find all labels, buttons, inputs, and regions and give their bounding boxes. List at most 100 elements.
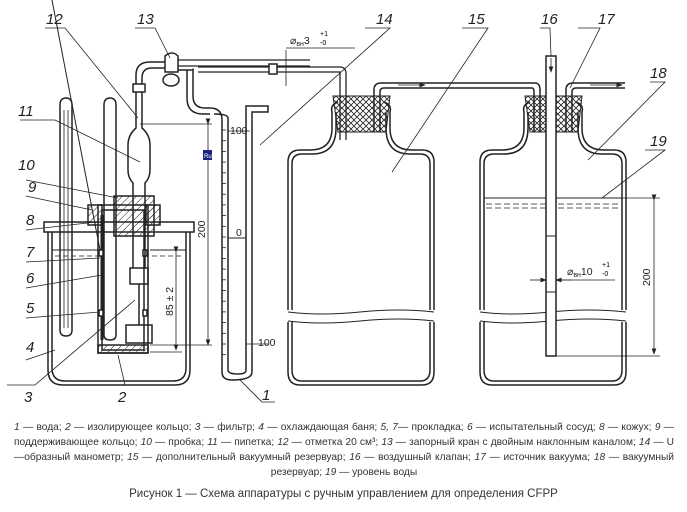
- legend-item: 1 — вода;: [14, 422, 65, 433]
- callout-15: 15: [468, 11, 485, 28]
- legend-number: 11: [207, 437, 218, 448]
- legend-item: 11 — пипетка;: [207, 437, 277, 448]
- figure-caption: Рисунок 1 — Схема аппаратуры с ручным уп…: [129, 488, 558, 500]
- additional-vacuum-reservoir: [287, 95, 435, 386]
- legend-number: 10: [140, 437, 152, 448]
- stopcock: [164, 52, 179, 73]
- bath-depth-label: 85 ± 2: [164, 287, 176, 316]
- legend-item: 17 — источник вакуума;: [475, 452, 594, 463]
- callout-4: 4: [26, 339, 34, 356]
- u-manometer: [209, 105, 269, 381]
- legend-text: — прокладка;: [397, 422, 467, 433]
- scale-top-label: 100: [230, 125, 248, 137]
- legend-text: — отметка 20 см³;: [288, 437, 382, 448]
- legend-number: 14: [638, 437, 651, 448]
- legend-number: 2: [64, 422, 71, 433]
- svg-text:-0: -0: [602, 271, 608, 278]
- legend-item: 9 — поддерживающее кольцо;: [14, 422, 674, 448]
- air-valve: [545, 55, 557, 357]
- legend-text: — охлаждающая баня;: [263, 422, 381, 433]
- pipette: [127, 120, 151, 268]
- legend-item: 16 — воздушный клапан;: [349, 452, 474, 463]
- legend-item: 4 — охлаждающая баня;: [258, 422, 380, 433]
- thermometer-right: [103, 97, 117, 341]
- legend-item: 2 — изолирующее кольцо;: [65, 422, 195, 433]
- callout-6: 6: [26, 270, 35, 287]
- legend-text: — U—образный манометр;: [14, 437, 674, 463]
- vacuum-reservoir: [479, 95, 627, 386]
- legend-text: — дополнительный вакуумный резервуар;: [138, 452, 350, 463]
- legend-number: 5, 7: [380, 422, 398, 433]
- legend-item: 13 — запорный кран с двойным наклонным к…: [381, 437, 639, 448]
- figure-legend: 1 — вода; 2 — изолирующее кольцо; 3 — фи…: [14, 420, 674, 480]
- legend-number: 4: [258, 422, 264, 433]
- legend-item: 10 — пробка;: [141, 437, 208, 448]
- callout-13: 13: [137, 11, 154, 28]
- legend-number: 8: [598, 422, 605, 433]
- legend-number: 6: [466, 422, 473, 433]
- scale-bottom-label: 100: [258, 337, 276, 349]
- legend-number: 3: [194, 422, 201, 433]
- legend-item: 5, 7— прокладка;: [381, 422, 467, 433]
- callout-11: 11: [18, 103, 34, 120]
- ru-badge: [203, 150, 212, 160]
- legend-item: 14 — U—образный манометр;: [14, 437, 674, 463]
- tube-diameter-label: ⌀вн3 +1 -0: [290, 31, 328, 48]
- callout-5: 5: [26, 300, 35, 317]
- legend-item: 19 — уровень воды: [325, 467, 417, 478]
- legend-item: 6 — испытательный сосуд;: [467, 422, 599, 433]
- callout-9: 9: [28, 179, 37, 196]
- reservoir-height-label: 200: [641, 268, 653, 286]
- legend-text: — кожух;: [604, 422, 655, 433]
- legend-number: 1: [14, 422, 20, 433]
- legend-text: — поддерживающее кольцо;: [14, 422, 674, 448]
- callout-10: 10: [18, 157, 35, 174]
- legend-text: — изолирующее кольцо;: [70, 422, 195, 433]
- svg-text:⌀вн10: ⌀вн10: [567, 266, 593, 279]
- legend-text: — пипетка;: [217, 437, 278, 448]
- filter: [125, 324, 153, 344]
- callout-1: 1: [262, 387, 270, 404]
- ru-badge-text: Ru: [204, 154, 212, 160]
- legend-text: — уровень воды: [336, 467, 418, 478]
- callout-8: 8: [26, 212, 35, 229]
- insulating-ring: [97, 344, 149, 354]
- apparatus-diagram: Ru 1 2 3 4 5 6 7 8 9 10 11 12 13 14 15 1…: [7, 0, 667, 406]
- legend-number: 15: [127, 452, 139, 463]
- valve-diameter-label: ⌀вн10 +1 -0: [567, 262, 610, 279]
- legend-item: 15 — дополнительный вакуумный резервуар;: [127, 452, 349, 463]
- legend-text: — пробка;: [151, 437, 208, 448]
- legend-text: — фильтр;: [200, 422, 259, 433]
- callout-2: 2: [117, 389, 127, 406]
- legend-number: 18: [593, 452, 606, 463]
- legend-text: — воздушный клапан;: [360, 452, 475, 463]
- svg-text:+1: +1: [320, 31, 328, 38]
- callout-17: 17: [598, 11, 615, 28]
- legend-item: 8 — кожух;: [599, 422, 655, 433]
- callout-3: 3: [24, 389, 33, 406]
- legend-text: — запорный кран с двойным наклонным кана…: [392, 437, 639, 448]
- legend-text: — источник вакуума;: [485, 452, 594, 463]
- legend-number: 12: [277, 437, 289, 448]
- legend-text: — вода;: [19, 422, 65, 433]
- callout-7: 7: [26, 244, 35, 261]
- svg-text:⌀вн3: ⌀вн3: [290, 35, 310, 48]
- legend-text: — испытательный сосуд;: [472, 422, 599, 433]
- thermometer-left: [59, 97, 73, 337]
- legend-number: 16: [349, 452, 361, 463]
- legend-number: 19: [324, 467, 337, 478]
- manometer-height-label: 200: [196, 220, 208, 238]
- callout-19: 19: [650, 133, 667, 150]
- svg-text:-0: -0: [320, 40, 326, 47]
- callout-12: 12: [46, 11, 63, 28]
- legend-item: 18 — вакуумный резервуар;: [271, 452, 674, 478]
- legend-number: 13: [381, 437, 393, 448]
- svg-text:+1: +1: [602, 262, 610, 269]
- legend-item: 3 — фильтр;: [195, 422, 258, 433]
- callout-14: 14: [376, 11, 393, 28]
- scale-zero-label: 0: [236, 227, 242, 239]
- legend-number: 9: [654, 422, 661, 433]
- legend-text: — вакуумный резервуар;: [270, 452, 674, 478]
- legend-number: 17: [474, 452, 486, 463]
- callout-18: 18: [650, 65, 667, 82]
